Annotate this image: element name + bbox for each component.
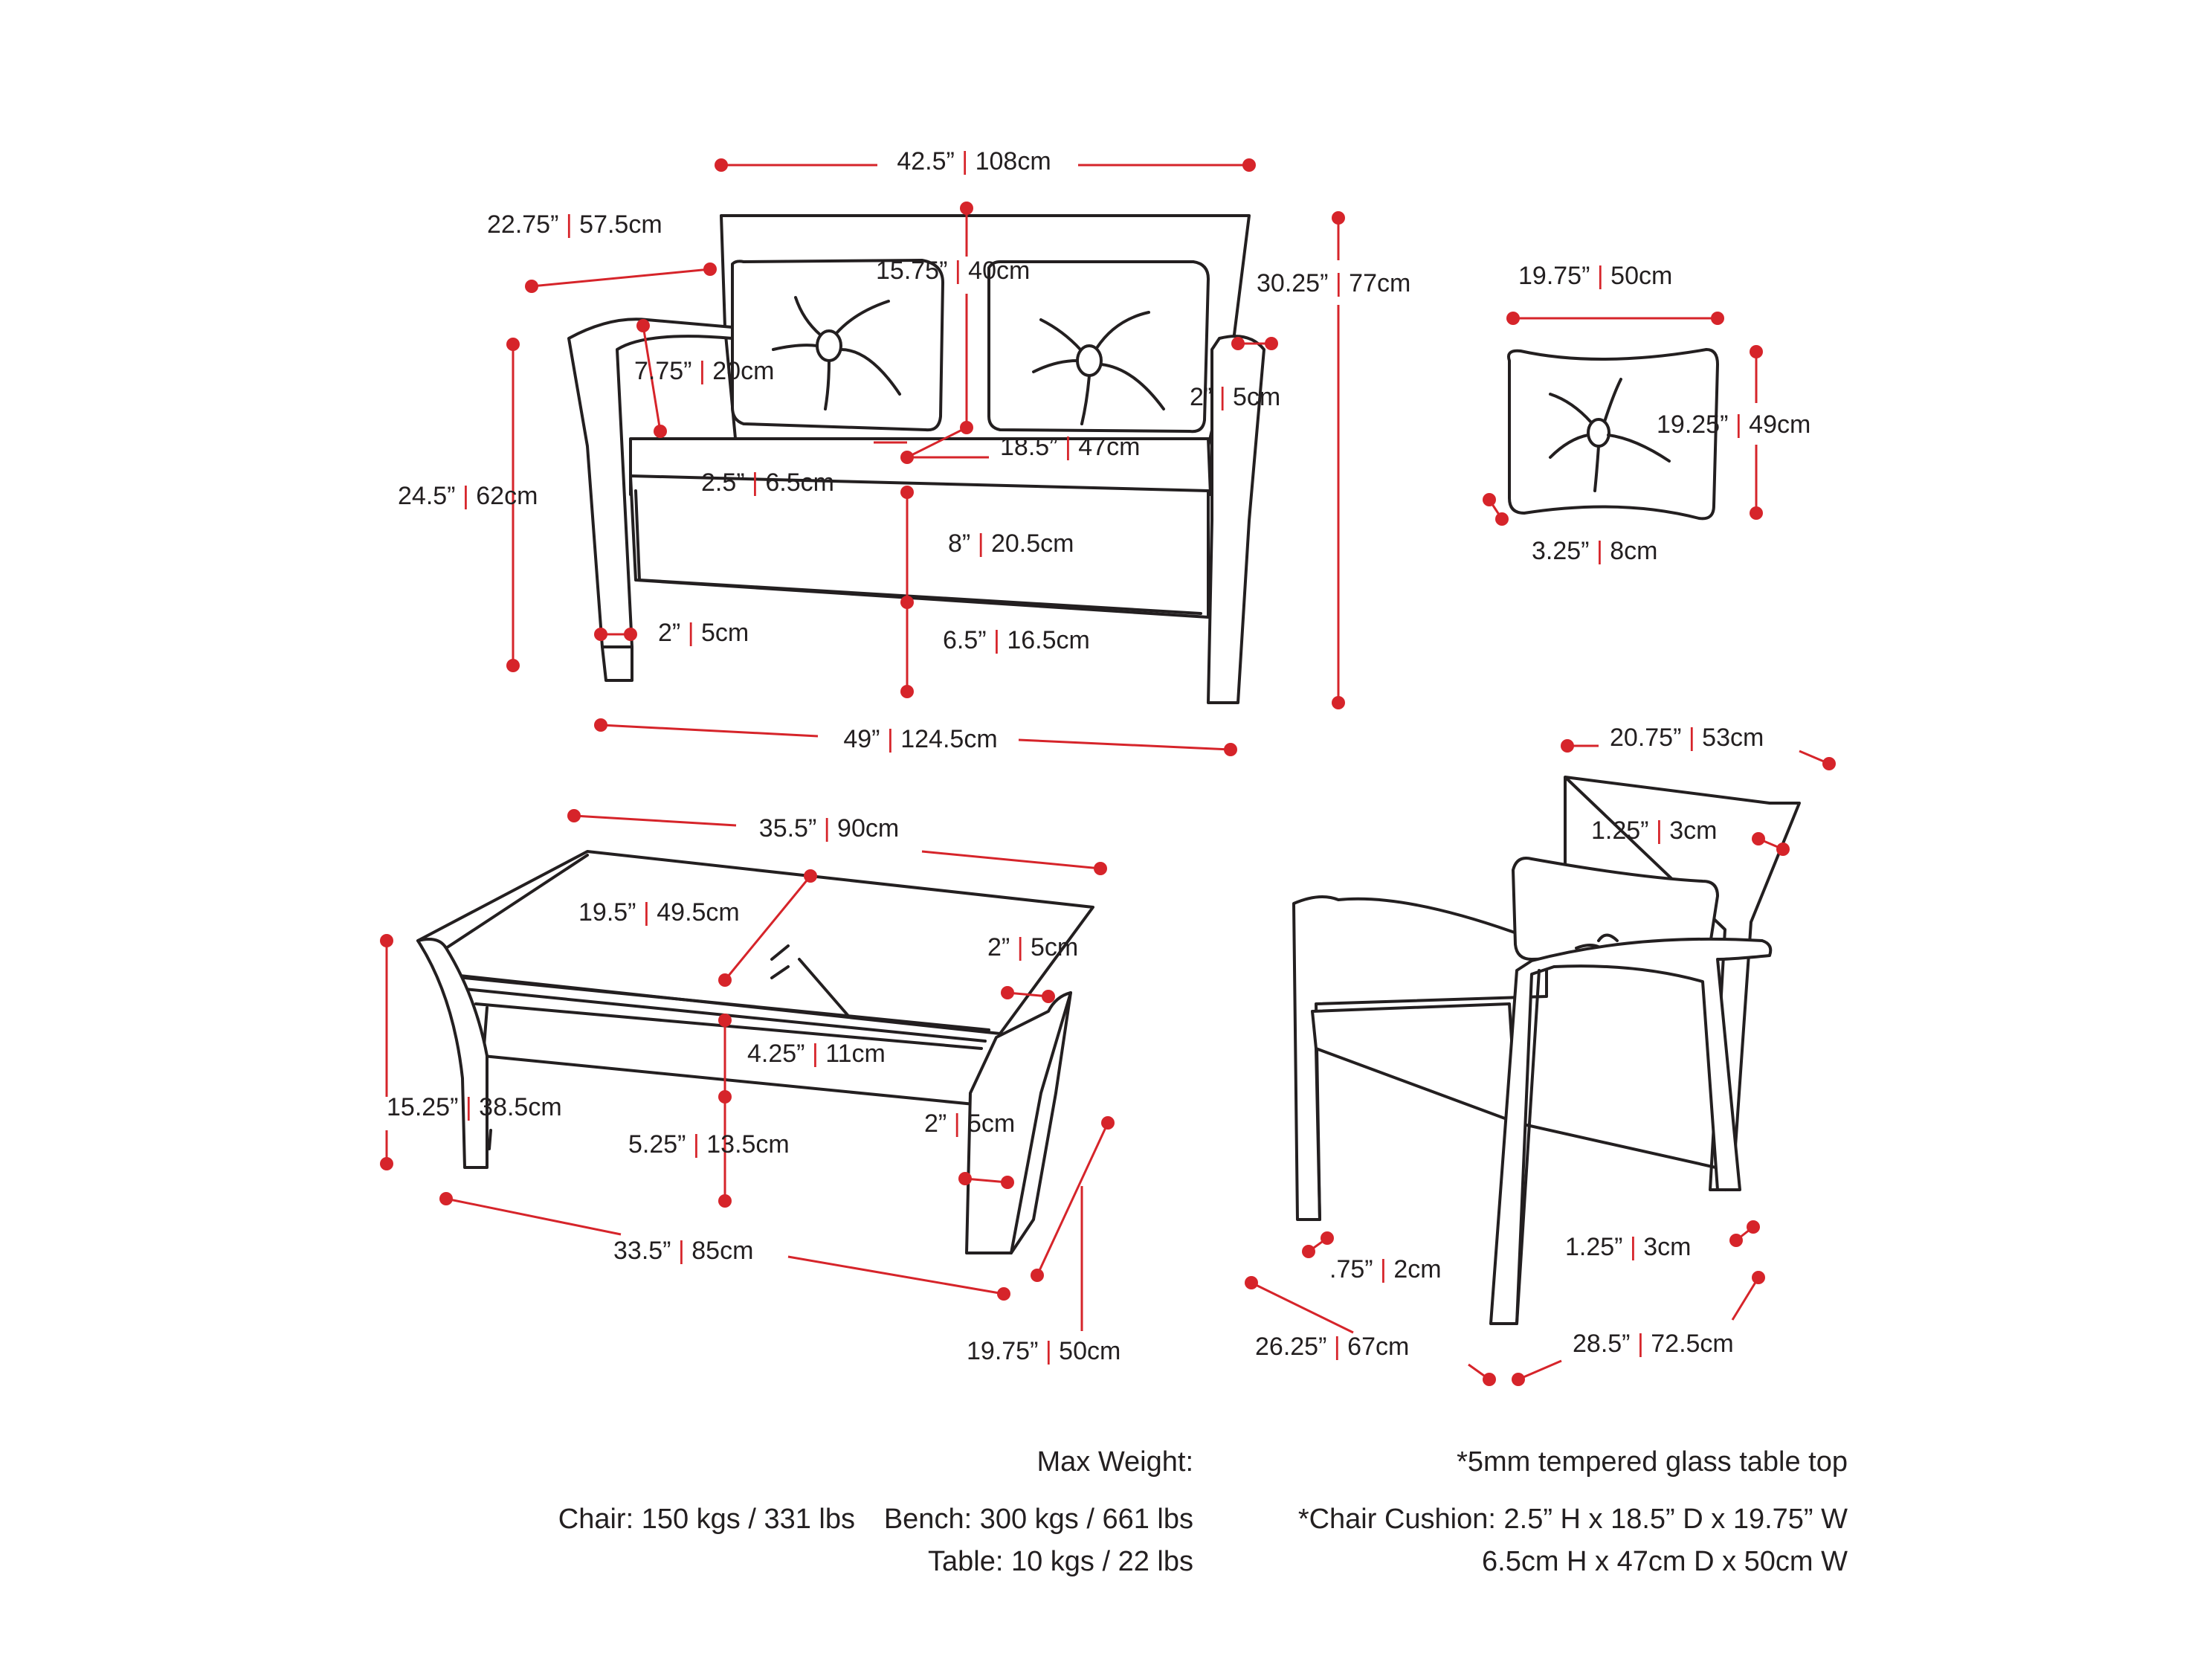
bench-dimension-labels: 42.5” | 108cm 22.75” | 57.5cm 15.75” | 4… — [398, 147, 1410, 753]
pillow-width-label: 19.75” | 50cm — [1518, 262, 1672, 290]
chair-weight: Chair: 150 kgs / 331 lbs — [558, 1504, 855, 1535]
glass-note: *5mm tempered glass table top — [1457, 1446, 1848, 1478]
pillow-thickness-label: 3.25” | 8cm — [1532, 537, 1657, 565]
cushion-note-in: *Chair Cushion: 2.5” H x 18.5” D x 19.75… — [1298, 1504, 1848, 1535]
bench-arm-width-label: 2” | 5cm — [1190, 383, 1280, 411]
bench-seat-depth-label: 18.5” | 47cm — [1000, 433, 1140, 461]
pillow-drawing — [1507, 348, 1719, 521]
chair-drawing — [1292, 776, 1801, 1325]
bench-drawing — [567, 214, 1265, 704]
table-height-label: 15.25” | 38.5cm — [387, 1093, 562, 1121]
bench-arm-depth-label: 22.75” | 57.5cm — [487, 210, 662, 239]
dimension-lines — [380, 158, 1836, 1386]
bench-height-label: 30.25” | 77cm — [1257, 269, 1410, 297]
bench-leg-height-label: 6.5” | 16.5cm — [943, 626, 1090, 654]
bench-leg-width-label: 2” | 5cm — [658, 619, 749, 647]
bench-seat-height-label: 24.5” | 62cm — [398, 482, 538, 510]
table-apron-label: 4.25” | 11cm — [747, 1040, 886, 1068]
table-depth-bottom-label: 19.75” | 50cm — [967, 1337, 1120, 1365]
bench-weight: Bench: 300 kgs / 661 lbs — [884, 1504, 1193, 1535]
table-leg-top-label: 2” | 5cm — [987, 933, 1078, 961]
bench-arm-height-label: 7.75” | 20cm — [634, 357, 774, 385]
table-clearance-label: 5.25” | 13.5cm — [628, 1130, 790, 1159]
table-dimension-labels: 35.5” | 90cm 19.5” | 49.5cm 2” | 5cm 4.2… — [387, 814, 1120, 1365]
chair-width-top-label: 20.75” | 53cm — [1610, 724, 1764, 752]
chair-leg-front-label: .75” | 2cm — [1329, 1255, 1442, 1283]
table-weight: Table: 10 kgs / 22 lbs — [928, 1546, 1193, 1577]
table-length-bottom-label: 33.5” | 85cm — [613, 1237, 753, 1265]
max-weight-title: Max Weight: — [1037, 1446, 1193, 1478]
cushion-note-cm: 6.5cm H x 47cm D x 50cm W — [1482, 1546, 1848, 1577]
bench-cushion-thick-label: 2.5” | 6.5cm — [701, 468, 834, 497]
chair-width-label: 28.5” | 72.5cm — [1573, 1330, 1734, 1358]
bench-width-bottom-label: 49” | 124.5cm — [843, 725, 997, 753]
bench-width-top-label: 42.5” | 108cm — [897, 147, 1051, 175]
chair-depth-label: 26.25” | 67cm — [1255, 1333, 1409, 1361]
pillow-height-label: 19.25” | 49cm — [1657, 410, 1810, 439]
bench-back-cushion-label: 15.75” | 40cm — [876, 257, 1030, 285]
table-depth-top-label: 19.5” | 49.5cm — [578, 898, 740, 927]
chair-dimension-labels: 20.75” | 53cm 1.25” | 3cm .75” | 2cm 1.2… — [1255, 724, 1764, 1361]
bench-apron-label: 8” | 20.5cm — [948, 529, 1074, 558]
table-length-top-label: 35.5” | 90cm — [759, 814, 899, 843]
chair-leg-back-label: 1.25” | 3cm — [1565, 1233, 1691, 1261]
pillow-dimension-labels: 19.75” | 50cm 19.25” | 49cm 3.25” | 8cm — [1518, 262, 1810, 565]
chair-back-thick-label: 1.25” | 3cm — [1591, 816, 1717, 845]
spec-notes: Max Weight: Chair: 150 kgs / 331 lbs Ben… — [558, 1446, 1848, 1577]
table-leg-width-label: 2” | 5cm — [924, 1109, 1015, 1138]
